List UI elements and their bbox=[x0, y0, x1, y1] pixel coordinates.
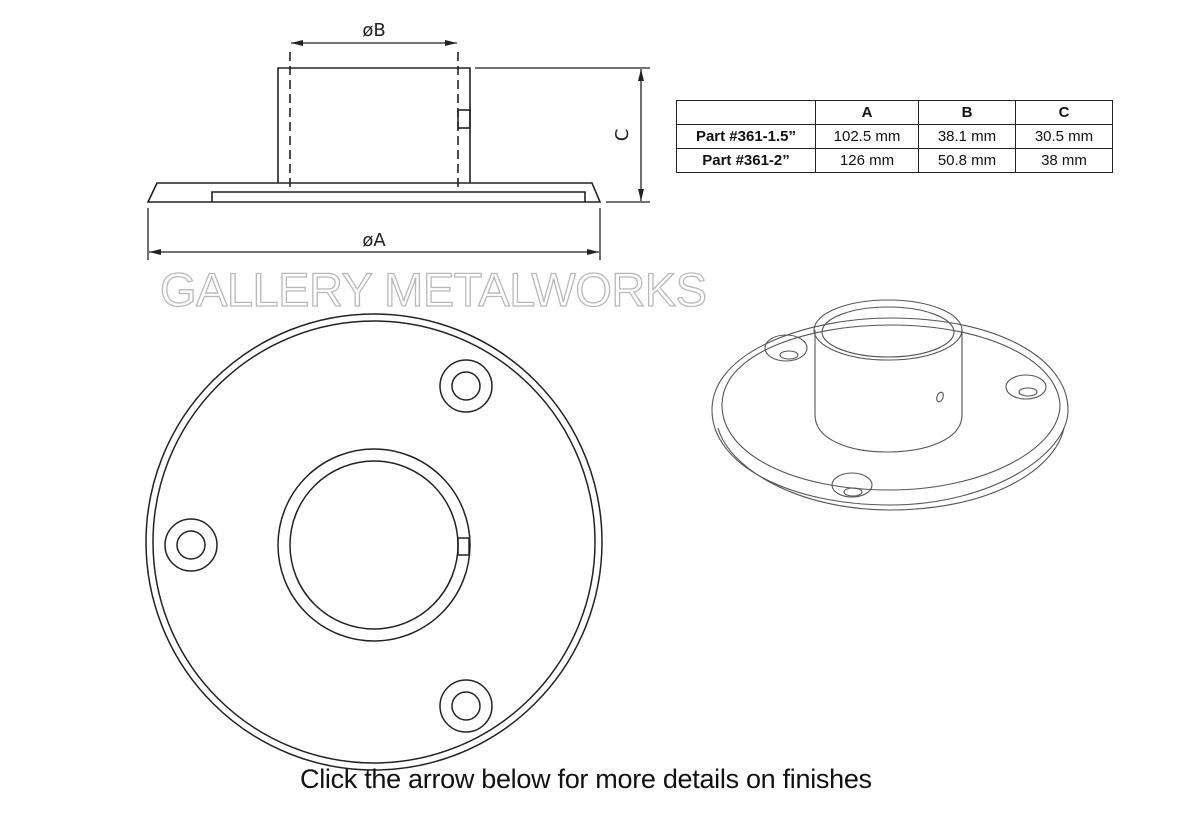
table-row: Part #361-1.5” 102.5 mm 38.1 mm 30.5 mm bbox=[676, 124, 1113, 149]
part-number-cell: Part #361-1.5” bbox=[676, 124, 816, 149]
dimension-a-cell: 102.5 mm bbox=[815, 124, 919, 149]
base-flange-outline bbox=[146, 182, 602, 203]
dimension-b-label: øB bbox=[362, 20, 385, 41]
flange-outer-edge bbox=[145, 313, 603, 771]
brand-watermark: GALLERY METALWORKS bbox=[159, 262, 707, 316]
dimension-b-cell: 38.1 mm bbox=[918, 124, 1016, 149]
iso-bolt-hole bbox=[831, 472, 873, 498]
flange-rim-lower bbox=[717, 427, 1065, 511]
set-screw-slot bbox=[457, 537, 470, 556]
tube-top-outer bbox=[813, 299, 963, 361]
dimension-c-cell: 38 mm bbox=[1015, 148, 1113, 173]
bolt-hole bbox=[439, 359, 493, 413]
iso-bolt-hole bbox=[764, 334, 808, 362]
table-row: Part #361-2” 126 mm 50.8 mm 38 mm bbox=[676, 148, 1113, 173]
flange-inner-edge bbox=[152, 320, 596, 764]
part-number-cell: Part #361-2” bbox=[676, 148, 816, 173]
dimension-a-cell: 126 mm bbox=[815, 148, 919, 173]
base-recess bbox=[211, 191, 586, 202]
flange-rim-outer bbox=[711, 317, 1069, 506]
table-header-blank bbox=[676, 100, 816, 125]
tube-outer-circle bbox=[277, 448, 471, 642]
dimension-c-cell: 30.5 mm bbox=[1015, 124, 1113, 149]
flange-top-edge bbox=[721, 324, 1061, 491]
dimension-a-label: øA bbox=[362, 230, 386, 251]
finishes-caption: Click the arrow below for more details o… bbox=[300, 764, 872, 794]
iso-bolt-hole bbox=[1005, 374, 1047, 400]
tube-top-inner bbox=[821, 306, 955, 358]
table-header-row: A B C bbox=[676, 100, 1113, 125]
set-screw-hole bbox=[936, 391, 944, 403]
dimension-c-label: C bbox=[612, 129, 633, 142]
table-header-c: C bbox=[1015, 100, 1113, 125]
table-header-a: A bbox=[815, 100, 919, 125]
dimension-b-cell: 50.8 mm bbox=[918, 148, 1016, 173]
tube-body bbox=[814, 330, 963, 453]
set-screw-notch bbox=[457, 109, 471, 129]
table-header-b: B bbox=[918, 100, 1016, 125]
bolt-hole bbox=[164, 518, 218, 572]
bolt-hole bbox=[439, 679, 493, 733]
dimension-spec-table: A B C Part #361-1.5” 102.5 mm 38.1 mm 30… bbox=[676, 100, 1113, 173]
